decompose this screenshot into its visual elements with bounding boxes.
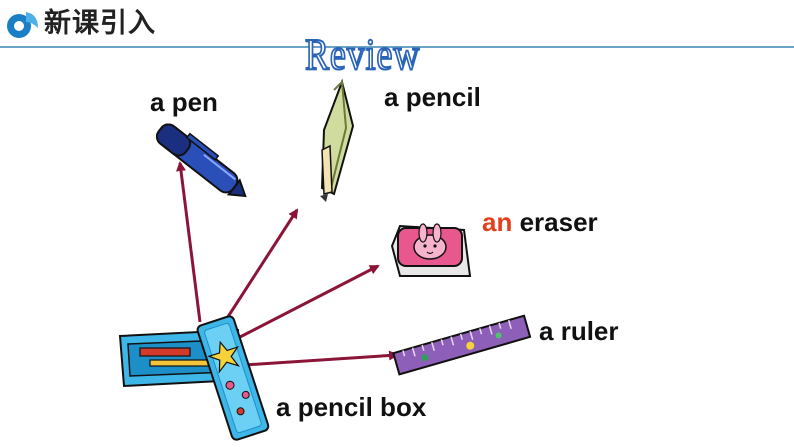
pen-illustration [156,123,247,198]
header-divider [0,46,794,48]
label-eraser-article: an [482,207,513,237]
label-pencil-box: a pencil box [276,392,426,422]
arrows [176,161,399,367]
label-pencil-article: a [384,82,399,112]
label-pencil: a pencil [384,82,481,112]
pencil-box-illustration [118,315,270,441]
label-pen-word: pen [171,87,218,117]
label-ruler-article: a [539,316,554,346]
label-ruler-word: ruler [560,316,619,346]
label-pen-article: a [150,87,165,117]
arrow-to-pen [176,161,202,323]
label-pen: a pen [150,87,218,117]
logo-icon [7,12,38,38]
pencil-illustration [320,78,355,202]
eraser-illustration [390,223,472,277]
label-pencil-box-article: a [276,392,291,422]
header-title: 新课引入 [44,8,156,39]
ruler-illustration [392,314,532,376]
label-ruler: a ruler [539,316,619,346]
label-pencil-word: pencil [405,82,481,112]
arrow-to-eraser [237,264,380,340]
review-title: Review [304,29,421,80]
arrow-to-ruler [243,350,399,367]
label-eraser-word: eraser [519,207,598,237]
label-eraser: an eraser [482,207,598,237]
arrow-to-pencil [220,208,299,327]
label-pencil-box-word: pencil box [297,392,427,422]
slide-header: 新课引入 [0,0,794,50]
